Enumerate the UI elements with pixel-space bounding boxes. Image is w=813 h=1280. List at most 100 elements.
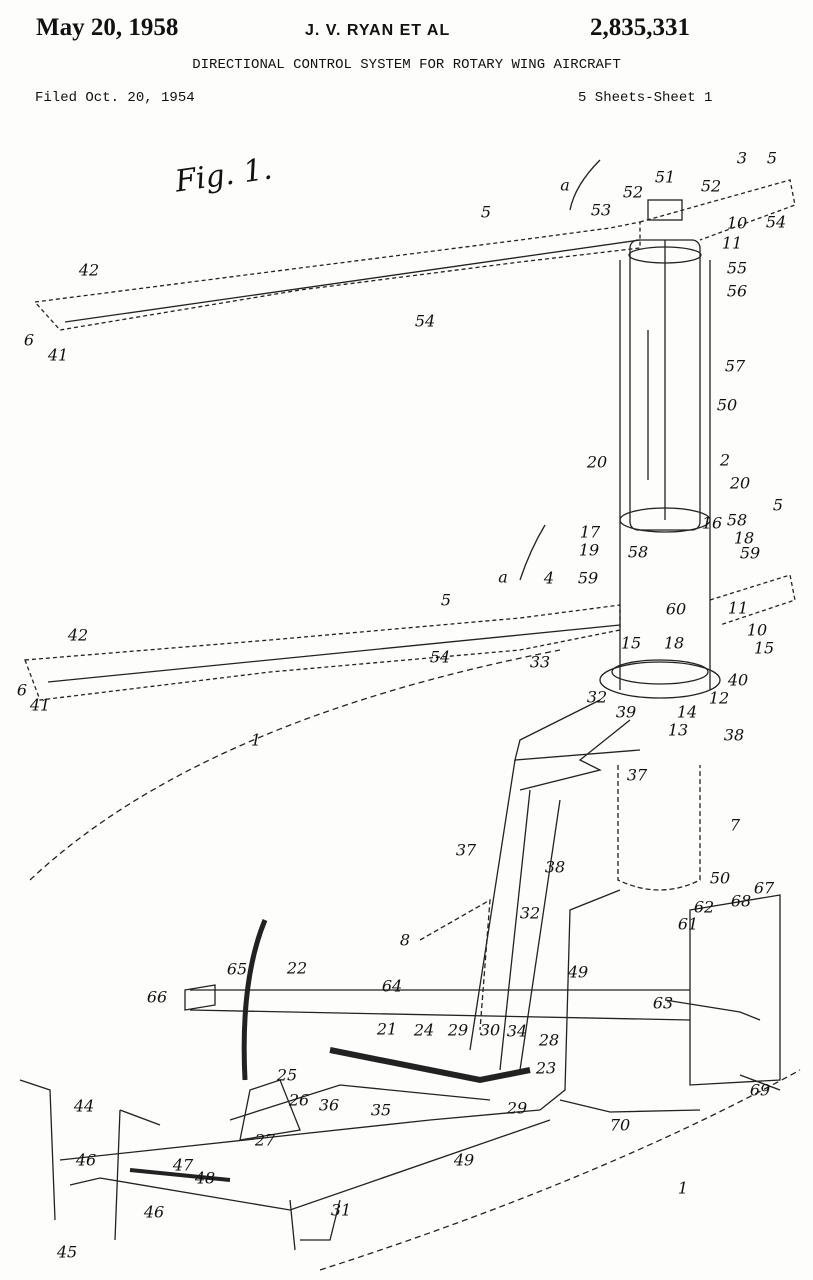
reference-numeral: 38 xyxy=(723,725,745,745)
reference-numeral: 41 xyxy=(47,345,69,365)
reference-numeral: 67 xyxy=(753,878,775,898)
control-linkages xyxy=(19,699,781,1251)
reference-numeral: 1 xyxy=(250,730,262,750)
reference-numeral: 49 xyxy=(453,1150,475,1170)
reference-numeral: 42 xyxy=(78,260,100,280)
upper-rotor-blade xyxy=(33,179,796,331)
reference-numeral: 35 xyxy=(370,1100,392,1120)
reference-numeral: 70 xyxy=(609,1115,631,1135)
reference-numeral: a xyxy=(498,567,508,587)
reference-numeral: 59 xyxy=(739,543,761,563)
reference-numeral: 52 xyxy=(622,182,644,202)
reference-numeral: 33 xyxy=(529,652,551,672)
rotation-arrow-upper xyxy=(569,159,601,211)
reference-numeral: 50 xyxy=(709,868,731,888)
reference-numeral: 5 xyxy=(772,495,784,515)
inventor-name: J. V. RYAN ET AL xyxy=(305,22,451,39)
reference-numeral: 5 xyxy=(766,148,778,168)
reference-numeral: 29 xyxy=(447,1020,469,1040)
reference-numeral: 21 xyxy=(376,1019,398,1039)
lower-rotor-blade xyxy=(24,574,796,701)
reference-numeral: 60 xyxy=(665,599,687,619)
reference-numeral: 5 xyxy=(480,202,492,222)
reference-numeral: 32 xyxy=(519,903,541,923)
reference-numeral: 23 xyxy=(535,1058,557,1078)
reference-numeral: 7 xyxy=(729,815,741,835)
reference-numeral: 48 xyxy=(194,1168,216,1188)
reference-numeral: 41 xyxy=(29,695,51,715)
reference-numeral: 38 xyxy=(544,857,566,877)
reference-numeral: 65 xyxy=(226,959,248,979)
reference-numeral: 45 xyxy=(56,1242,78,1262)
reference-numeral: 64 xyxy=(381,976,403,996)
reference-numeral: 18 xyxy=(733,528,755,548)
reference-numeral: 54 xyxy=(429,647,451,667)
reference-numeral: 28 xyxy=(538,1030,560,1050)
lower-control-rod xyxy=(47,624,621,683)
reference-numeral: 10 xyxy=(746,620,768,640)
patent-title: DIRECTIONAL CONTROL SYSTEM FOR ROTARY WI… xyxy=(192,57,621,73)
fuselage-outline xyxy=(29,649,561,881)
reference-numeral: 5 xyxy=(440,590,452,610)
sheet-count: 5 Sheets-Sheet 1 xyxy=(578,90,713,106)
reference-numeral: 36 xyxy=(318,1095,340,1115)
reference-numeral: 20 xyxy=(729,473,751,493)
patent-number: 2,835,331 xyxy=(590,14,690,41)
reference-numeral: 68 xyxy=(730,891,752,911)
reference-numeral: 51 xyxy=(654,167,676,187)
reference-numeral: 52 xyxy=(700,176,722,196)
rotor-mast xyxy=(619,199,711,690)
reference-numeral: 22 xyxy=(286,958,308,978)
filing-date: Filed Oct. 20, 1954 xyxy=(35,90,195,106)
reference-numeral: 61 xyxy=(677,914,699,934)
reference-numeral: 32 xyxy=(586,687,608,707)
reference-numeral: 11 xyxy=(721,233,743,253)
reference-numeral: 10 xyxy=(726,213,748,233)
reference-numeral: 58 xyxy=(726,510,748,530)
swash-plate xyxy=(599,661,721,699)
reference-numeral: 69 xyxy=(749,1080,771,1100)
reference-numeral: 16 xyxy=(701,513,723,533)
reference-numeral: 49 xyxy=(567,962,589,982)
patent-date: May 20, 1958 xyxy=(36,14,179,41)
reference-numeral: 54 xyxy=(765,212,787,232)
reference-numeral: 30 xyxy=(479,1020,501,1040)
reference-numeral: 53 xyxy=(590,200,612,220)
reference-numeral: 13 xyxy=(667,720,689,740)
reference-numeral: 31 xyxy=(330,1200,352,1220)
reference-numeral: 29 xyxy=(506,1098,528,1118)
reference-numeral: 44 xyxy=(73,1096,95,1116)
reference-numeral: 57 xyxy=(724,356,746,376)
reference-numeral: 46 xyxy=(75,1150,97,1170)
reference-numeral: 39 xyxy=(615,702,637,722)
reference-numeral: 63 xyxy=(652,993,674,1013)
reference-numeral: 66 xyxy=(146,987,168,1007)
reference-numeral: 47 xyxy=(172,1155,194,1175)
reference-numeral: 6 xyxy=(16,680,28,700)
reference-numeral: 17 xyxy=(579,522,601,542)
reference-numeral: 3 xyxy=(736,148,748,168)
reference-numeral: 11 xyxy=(727,598,749,618)
reference-numeral: 19 xyxy=(578,540,600,560)
reference-numeral: 58 xyxy=(627,542,649,562)
reference-numeral: 2 xyxy=(719,450,731,470)
reference-numeral: 26 xyxy=(288,1090,310,1110)
reference-numeral: 15 xyxy=(620,633,642,653)
reference-numeral: 42 xyxy=(67,625,89,645)
reference-numeral: 27 xyxy=(254,1130,276,1150)
reference-numeral: 24 xyxy=(413,1020,435,1040)
reference-numeral: 46 xyxy=(143,1202,165,1222)
reference-numeral: 59 xyxy=(577,568,599,588)
rotation-arrow-lower xyxy=(519,524,546,581)
reference-numeral: 62 xyxy=(693,897,715,917)
upper-control-rod xyxy=(64,239,641,323)
reference-numeral: 34 xyxy=(506,1021,528,1041)
reference-numeral: 20 xyxy=(586,452,608,472)
reference-numeral: 54 xyxy=(414,311,436,331)
reference-numeral: 37 xyxy=(626,765,648,785)
reference-numeral: 56 xyxy=(726,281,748,301)
reference-numeral: 55 xyxy=(726,258,748,278)
reference-numeral: 40 xyxy=(727,670,749,690)
